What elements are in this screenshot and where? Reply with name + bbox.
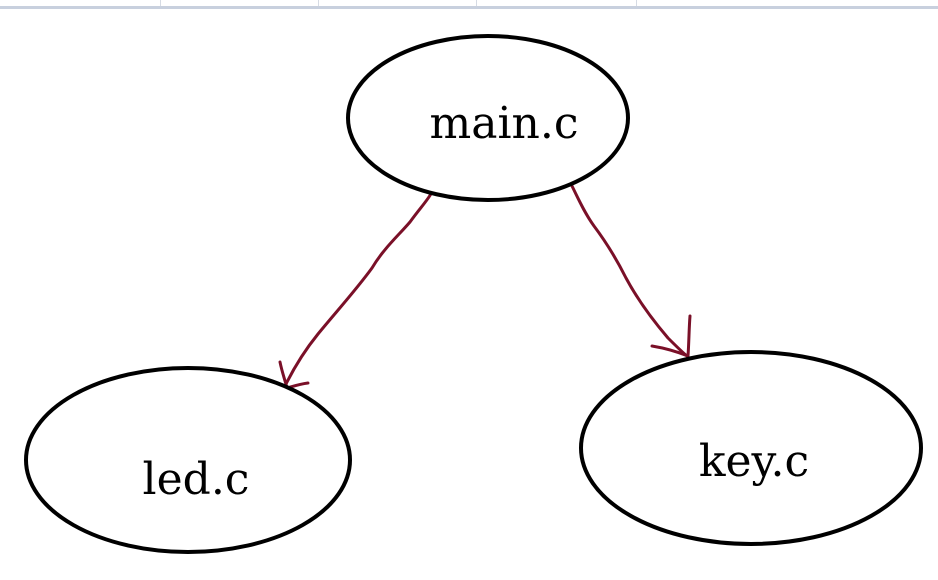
node-main-ellipse <box>346 34 630 202</box>
node-led-ellipse <box>24 366 352 554</box>
edge-main-to-key <box>570 184 692 358</box>
edge-main-to-key-arrowhead <box>650 314 692 358</box>
edge-main-to-key-line <box>570 184 689 358</box>
top-border-tick <box>318 0 319 6</box>
edge-main-to-led <box>278 190 434 390</box>
node-main: main.c <box>346 34 630 202</box>
node-key-ellipse <box>579 350 923 546</box>
top-border-tick <box>476 0 477 6</box>
top-border-tick <box>160 0 161 6</box>
edge-main-to-led-line <box>284 190 434 386</box>
top-border-tick <box>636 0 637 6</box>
node-main-label: main.c <box>430 98 579 149</box>
window-top-border <box>0 0 938 9</box>
node-led: led.c <box>24 366 352 554</box>
node-led-label: led.c <box>143 454 250 505</box>
node-key: key.c <box>579 350 923 546</box>
node-key-label: key.c <box>699 436 809 487</box>
